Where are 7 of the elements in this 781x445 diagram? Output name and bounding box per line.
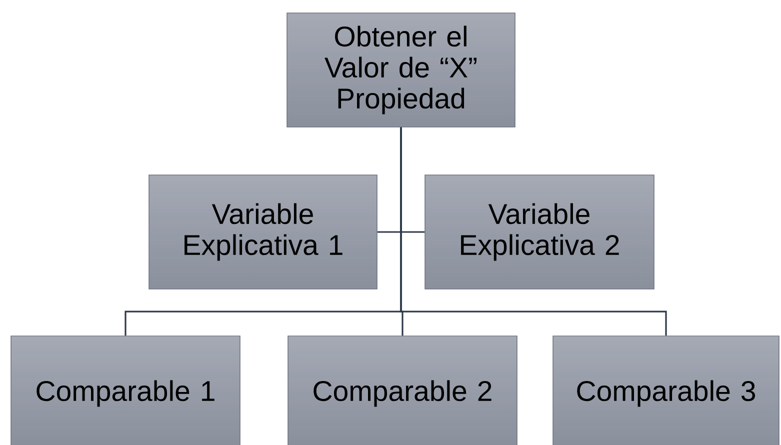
- org-chart-box: Comparable 3: [552, 336, 780, 445]
- org-chart-box: Comparable 2: [288, 336, 518, 445]
- connector-line: [400, 127, 667, 336]
- org-chart-box: Variable Explicativa 1: [148, 174, 378, 290]
- org-chart-box: Obtener el Valor de “X” Propiedad: [286, 12, 516, 128]
- org-chart-box: Variable Explicativa 2: [424, 174, 654, 290]
- org-chart-box: Comparable 1: [10, 336, 240, 445]
